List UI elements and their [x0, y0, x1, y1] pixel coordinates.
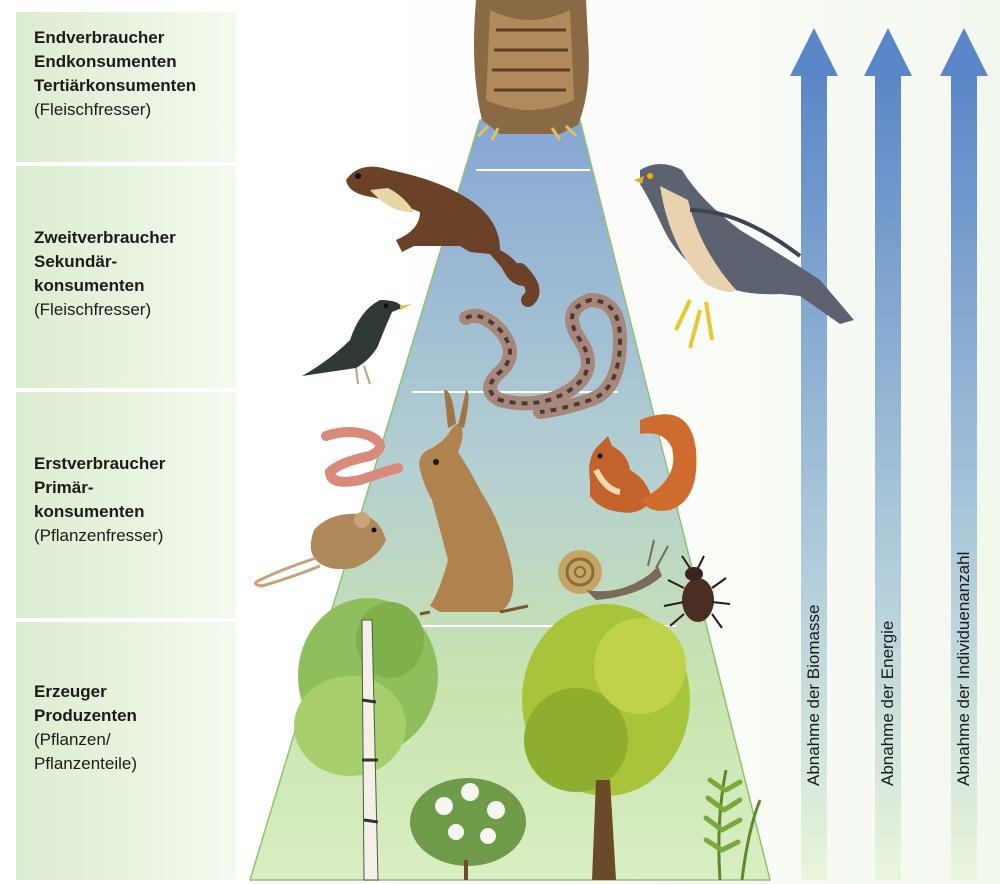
label-line: Endkonsumenten	[34, 50, 196, 74]
label-secondary: Zweitverbraucher Sekundär- konsumenten (…	[34, 226, 176, 322]
label-tertiary: Endverbraucher Endkonsumenten Tertiärkon…	[34, 26, 196, 122]
label-line: Erzeuger	[34, 680, 137, 704]
label-line: konsumenten	[34, 274, 176, 298]
label-line: Primär-	[34, 476, 165, 500]
label-producers: Erzeuger Produzenten (Pflanzen/ Pflanzen…	[34, 680, 137, 776]
arrow-label-energie: Abnahme der Energie	[878, 621, 898, 786]
label-line: Produzenten	[34, 704, 137, 728]
label-line: Zweitverbraucher	[34, 226, 176, 250]
arrow-label-biomasse: Abnahme der Biomasse	[804, 605, 824, 786]
owl-icon	[474, 0, 589, 140]
label-line: konsumenten	[34, 500, 165, 524]
label-line: Erstverbraucher	[34, 452, 165, 476]
label-line: Tertiärkonsumenten	[34, 74, 196, 98]
label-primary: Erstverbraucher Primär- konsumenten (Pfl…	[34, 452, 165, 548]
label-paren: (Fleischfresser)	[34, 98, 196, 122]
arrow-label-individuen: Abnahme der Individuenanzahl	[954, 552, 974, 786]
label-paren: (Pflanzenfresser)	[34, 524, 165, 548]
label-paren: (Pflanzen/ Pflanzenteile)	[34, 728, 137, 776]
label-line: Sekundär-	[34, 250, 176, 274]
label-line: Endverbraucher	[34, 26, 196, 50]
label-paren: (Fleischfresser)	[34, 298, 176, 322]
